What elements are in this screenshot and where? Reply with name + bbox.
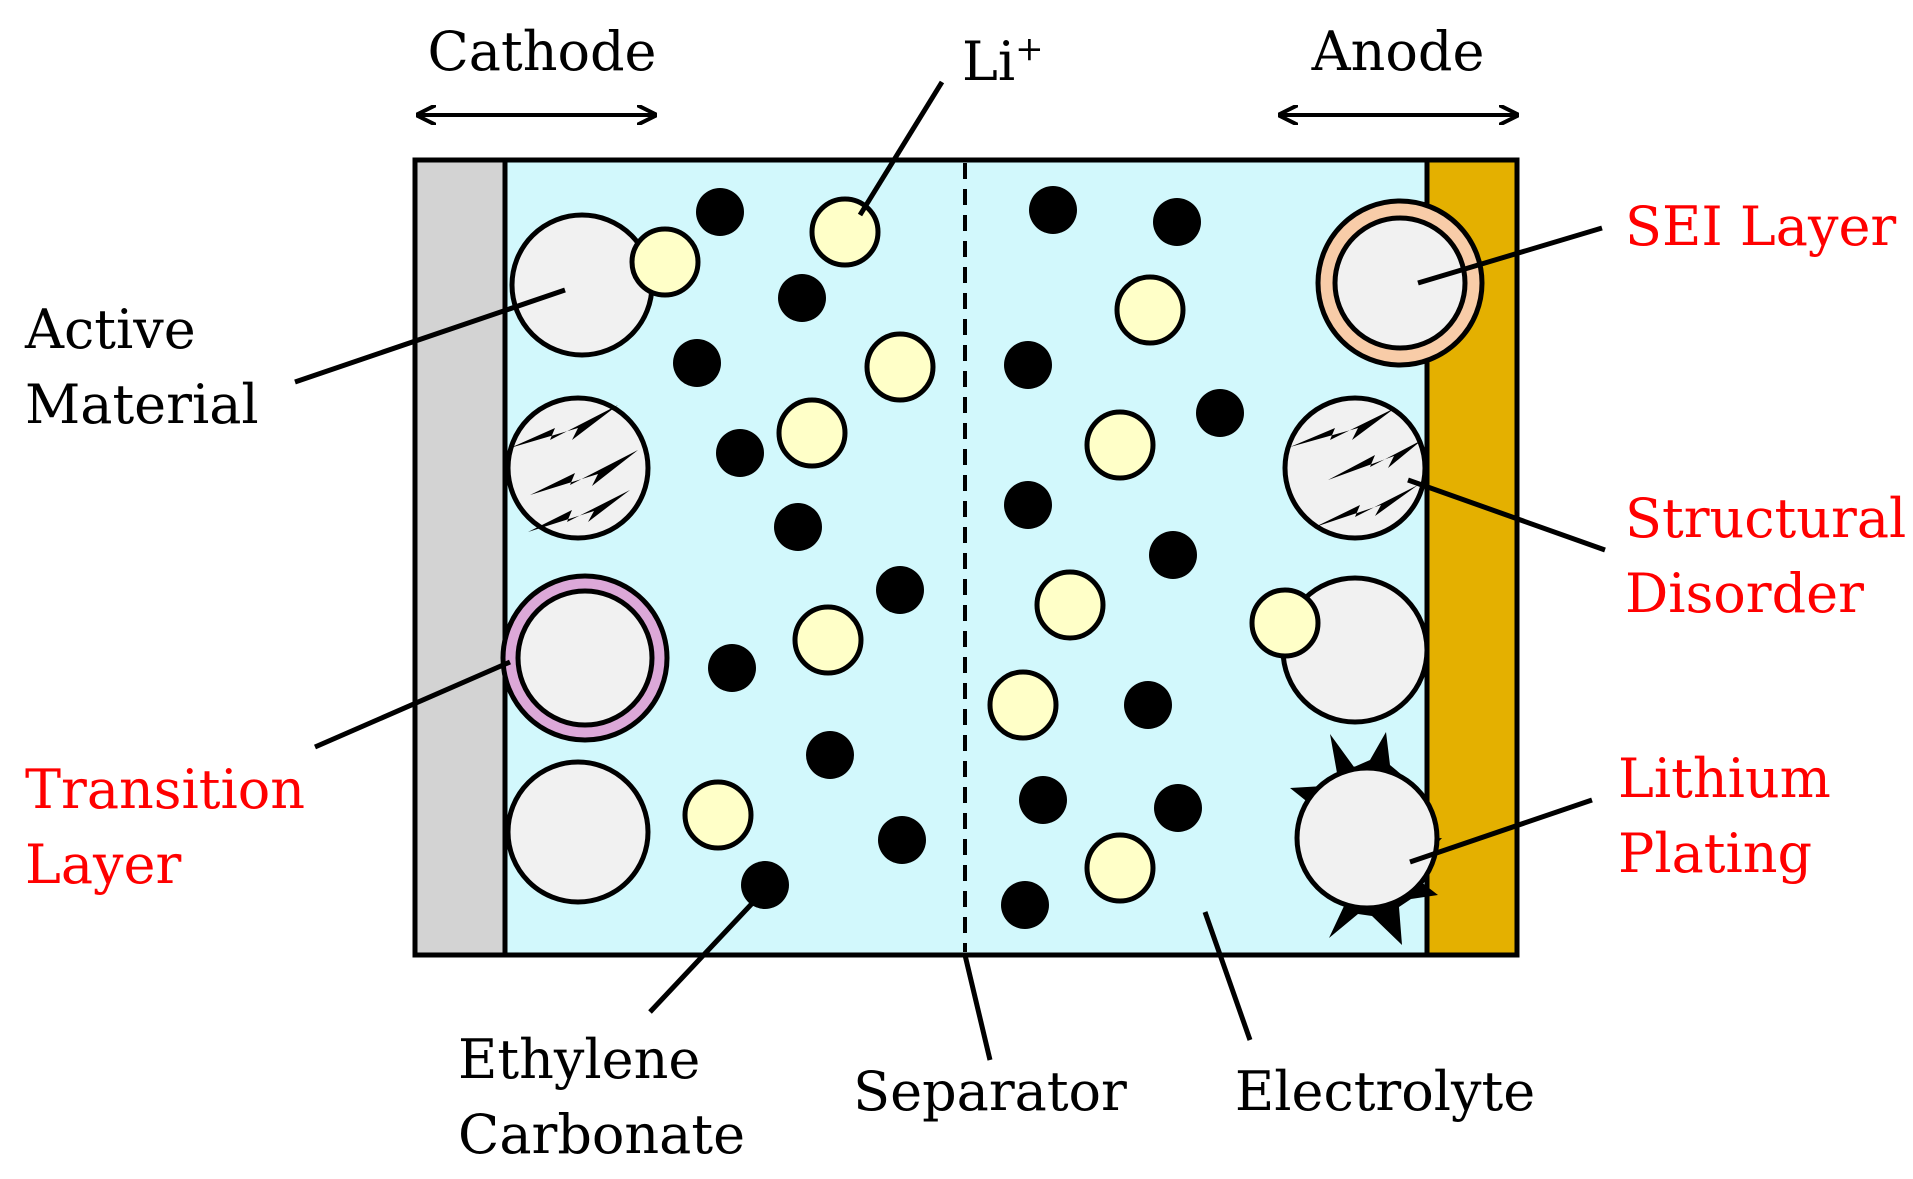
transition-layer-core [515,588,655,728]
ec-molecule [774,503,822,551]
li-ion [1034,569,1106,641]
leader-structural-disorder [1407,477,1606,553]
separator-label: Separator [853,1060,1127,1123]
ec-molecule [1029,186,1077,234]
cathode-label: Cathode [427,20,656,83]
li-ion-label-superscript: + [1015,29,1044,69]
ec-molecule [1196,389,1244,437]
ethylene-carbonate-label-line1: Ethylene [458,1028,700,1091]
ec-molecule [1001,881,1049,929]
sei-layer-core [1332,215,1468,351]
ec-molecule [1124,681,1172,729]
lithium-plating-particle [1294,765,1440,911]
leader-lines [294,80,1606,1061]
li-ion [1084,409,1156,481]
li-ion [1084,832,1156,904]
ec-molecule [696,188,744,236]
li-ion [1114,274,1186,346]
li-ion [776,397,848,469]
li-ion [809,196,881,268]
ec-molecule [1004,481,1052,529]
li-ion [629,226,701,298]
ec-molecule [1154,784,1202,832]
leader-electrolyte [1202,911,1253,1041]
ec-molecule [1153,198,1201,246]
crack-icon [1290,408,1422,527]
ec-molecule [876,566,924,614]
ec-molecule [1149,531,1197,579]
ec-molecule [708,644,756,692]
active-material-label-line1: Active [24,298,196,361]
structural-disorder-label-line2: Disorder [1625,562,1864,625]
leader-ethylene-carbonate [648,893,762,1014]
ec-molecule [716,429,764,477]
leader-lithium-plating [1409,797,1593,865]
cathode-current-collector [412,157,508,958]
ec-molecule-group [673,186,1244,929]
ec-molecule [778,274,826,322]
ethylene-carbonate-label-line2: Carbonate [458,1103,745,1166]
leader-sei-layer [1417,225,1603,286]
lithium-plating-label-line1: Lithium [1618,747,1831,810]
cathode-active-particle [509,212,655,358]
leader-active-material [294,287,566,385]
li-ion-label-base: Li [962,30,1015,93]
lithium-plating-label-line2: Plating [1618,822,1812,885]
li-ion [987,669,1059,741]
structural-disorder-label-line1: Structural [1625,487,1906,550]
li-ion [792,604,864,676]
li-ion [682,779,754,851]
anode-label: Anode [1311,20,1485,83]
electrolyte-label: Electrolyte [1235,1060,1535,1123]
li-ion [864,331,936,403]
li-ion-label: Li+ [962,29,1044,93]
ec-molecule [1019,776,1067,824]
cathode-active-particle [505,759,651,905]
cathode-disordered-particle [505,395,651,541]
crack-icon [510,405,638,532]
sei-layer-label: SEI Layer [1625,195,1896,258]
ec-molecule [673,339,721,387]
leader-transition-layer [314,659,511,750]
transition-layer-label-line1: Transition [25,758,305,821]
ec-molecule [878,816,926,864]
transition-layer-label-line2: Layer [25,833,182,896]
ec-molecule [806,731,854,779]
leader-li-ion [857,80,945,217]
leader-separator [962,954,993,1061]
ec-molecule [741,861,789,909]
active-material-label-line2: Material [25,373,259,436]
ec-molecule [1004,341,1052,389]
li-ion [1249,587,1321,659]
